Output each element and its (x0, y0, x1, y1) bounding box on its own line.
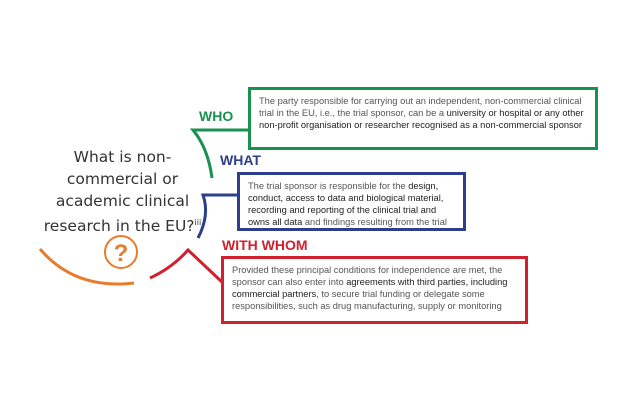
question-mark-icon: ? (104, 235, 138, 269)
orange-arc (38, 248, 135, 286)
with-whom-box: Provided these principal conditions for … (221, 256, 528, 324)
page-title: What is non-commercial or academic clini… (43, 148, 202, 236)
what-label: WHAT (220, 152, 261, 168)
who-box: The party responsible for carrying out a… (248, 87, 598, 150)
with-whom-label: WITH WHOM (222, 237, 308, 253)
what-box: The trial sponsor is responsible for the… (237, 172, 466, 231)
svg-text:?: ? (114, 240, 129, 267)
green-bracket (189, 128, 250, 179)
blue-bracket (196, 193, 239, 239)
who-label: WHO (199, 108, 234, 124)
red-bracket (149, 247, 224, 284)
